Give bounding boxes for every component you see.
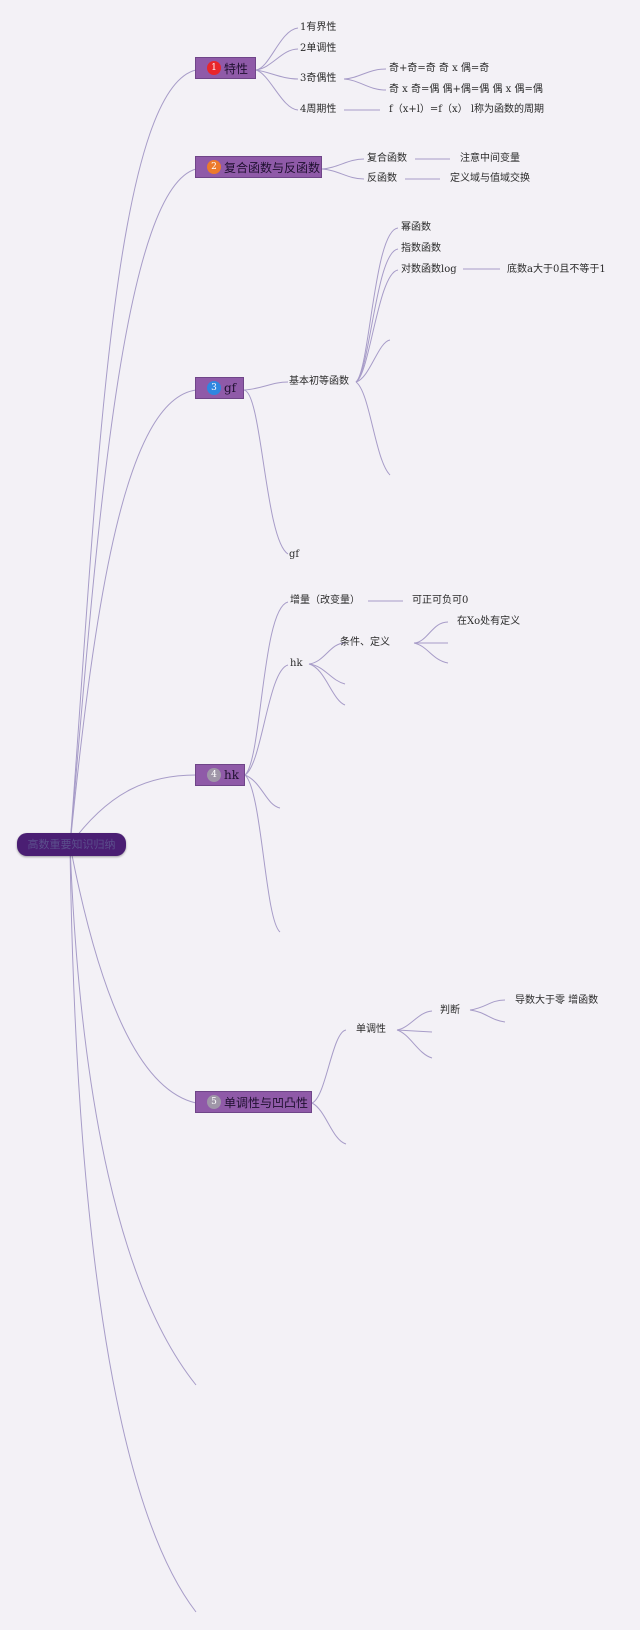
link-b4-a [244,601,289,776]
link-root-b4 [69,774,197,846]
leaf-judgment[interactable]: 判断 [440,1005,460,1016]
link-b4-b3 [308,663,346,706]
leaf-boundedness[interactable]: 1有界性 [300,22,337,33]
link-b4-b2 [308,663,346,685]
link-root-b3 [69,389,197,846]
branch-composite-inverse[interactable]: 2 复合函数与反函数 [195,156,322,178]
leaf-periodicity[interactable]: 4周期性 [300,104,337,115]
leaf-exponential-function[interactable]: 指数函数 [401,243,441,254]
branch-monotonicity-concavity[interactable]: 5 单调性与凹凸性 [195,1091,312,1113]
leaf-domain-range-swap[interactable]: 定义域与值域交换 [450,173,530,184]
link-b1-d [255,69,299,111]
link-b1-c2 [343,78,387,91]
link-b4-d [244,774,281,933]
link-b3-b [243,389,289,555]
leaf-log-base-condition[interactable]: 底数a大于0且不等于1 [507,264,606,275]
link-b3-a1 [355,227,399,383]
branch-gf-label: gf [224,381,237,395]
link-root-b1 [69,69,197,846]
leaf-inverse-function[interactable]: 反函数 [367,173,397,184]
leaf-log-function[interactable]: 对数函数log [401,264,457,275]
link-b1-c1 [343,68,387,80]
root-node[interactable]: 高数重要知识归纳 [17,833,126,856]
link-b3-a5 [355,381,391,476]
leaf-hk[interactable]: hk [290,658,303,669]
leaf-increment[interactable]: 增量（改变量） [290,595,360,606]
number-4-badge-icon: 4 [207,768,221,782]
link-root-empty-1 [69,844,197,1386]
leaf-derivative-positive[interactable]: 导数大于零 增函数 [515,995,599,1006]
link-b4-b1x [413,621,449,644]
leaf-increment-sign[interactable]: 可正可负可0 [412,595,469,606]
link-b4-b [244,664,289,776]
link-b3-a3 [355,269,399,383]
link-b5-a3 [396,1029,433,1059]
branch-composite-inverse-label: 复合函数与反函数 [224,160,321,175]
link-root-empty-2 [69,844,197,1613]
leaf-parity[interactable]: 3奇偶性 [300,73,337,84]
link-b5-a [311,1029,347,1104]
link-b4-c [244,774,281,809]
branch-hk-label: hk [224,768,239,782]
number-3-badge-icon: 3 [207,381,221,395]
leaf-condition-definition[interactable]: 条件、定义 [340,637,390,648]
leaf-monotonicity[interactable]: 2单调性 [300,43,337,54]
link-b3-a [243,381,289,391]
link-b3-a2 [355,248,399,383]
link-b3-a4 [355,339,391,383]
link-b4-b1 [308,642,346,665]
link-root-b2 [69,168,197,846]
leaf-composite-function[interactable]: 复合函数 [367,153,407,164]
link-root-b5 [69,844,197,1104]
branch-hk[interactable]: 4 hk [195,764,245,786]
number-1-badge-icon: 1 [207,61,221,75]
leaf-defined-at-xo[interactable]: 在Xo处有定义 [457,616,521,627]
link-b5-a1 [396,1010,433,1031]
branch-gf[interactable]: 3 gf [195,377,244,399]
link-b5-b [311,1102,347,1145]
leaf-middle-variable[interactable]: 注意中间变量 [460,153,520,164]
leaf-period-definition[interactable]: f（x+l）=f（x） l称为函数的周期 [389,104,545,115]
leaf-power-function[interactable]: 幂函数 [401,222,431,233]
leaf-basic-elementary-functions[interactable]: 基本初等函数 [289,376,349,387]
branch-traits[interactable]: 1 特性 [195,57,256,79]
leaf-monotonic[interactable]: 单调性 [356,1024,386,1035]
link-b4-b1z [413,642,449,664]
link-b5-a1x [469,999,506,1011]
link-b2-b [321,168,365,180]
link-b5-a1y [469,1009,506,1023]
leaf-parity-rule-even[interactable]: 奇 x 奇=偶 偶+偶=偶 偶 x 偶=偶 [389,84,543,95]
link-b5-a2 [396,1029,433,1033]
branch-monotonicity-concavity-label: 单调性与凹凸性 [224,1095,309,1110]
number-5-badge-icon: 5 [207,1095,221,1109]
leaf-parity-rule-odd[interactable]: 奇+奇=奇 奇 x 偶=奇 [389,63,490,74]
branch-traits-label: 特性 [224,61,249,76]
link-b1-a [255,27,299,71]
link-b1-c [255,69,299,80]
link-b2-a [321,158,365,170]
number-2-badge-icon: 2 [207,160,221,174]
leaf-gf[interactable]: gf [289,549,300,560]
link-b1-b [255,48,299,71]
